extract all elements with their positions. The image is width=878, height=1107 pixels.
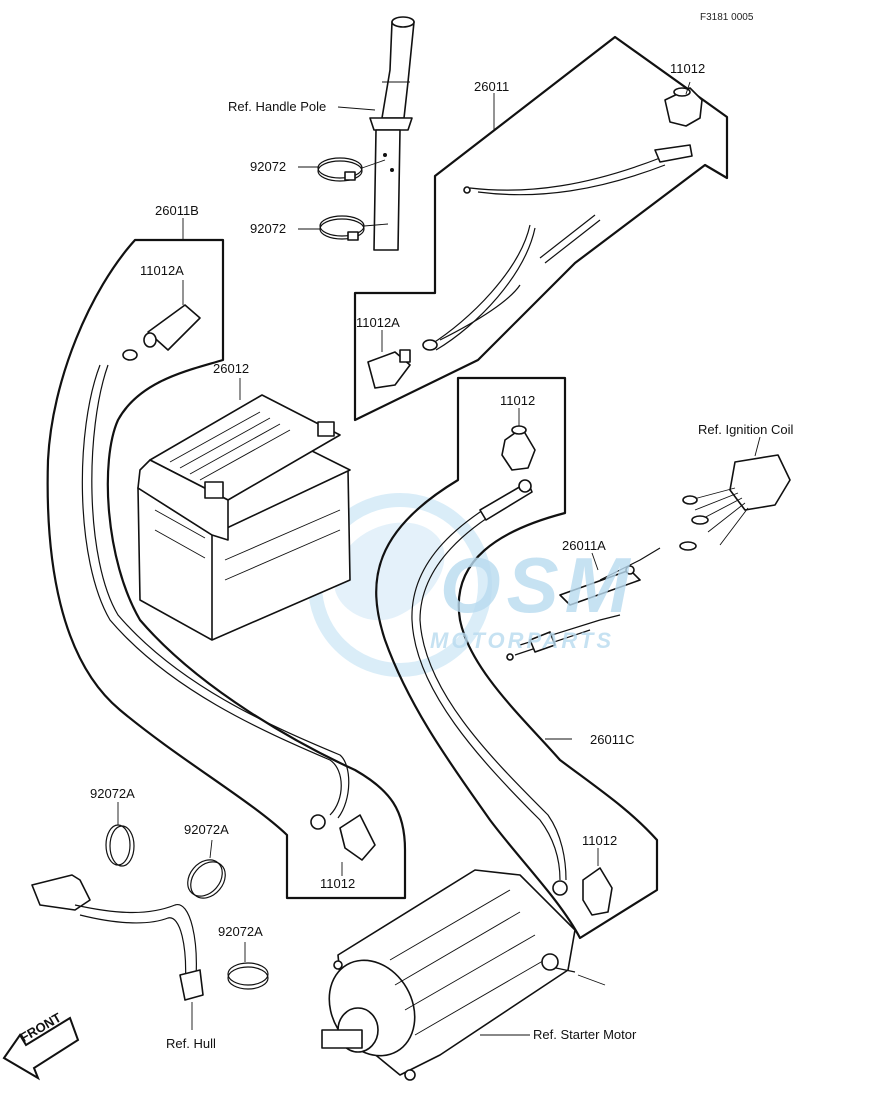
label-11012-bottom-mid: 11012 bbox=[320, 876, 356, 891]
label-26012: 26012 bbox=[213, 361, 250, 376]
clamp-92072a-2 bbox=[187, 859, 226, 899]
label-11012-top: 11012 bbox=[670, 61, 706, 76]
watermark-brand: OSM bbox=[440, 541, 636, 629]
handle-pole bbox=[369, 16, 415, 251]
label-hull: Ref. Hull bbox=[166, 1036, 216, 1051]
ignition-coil bbox=[679, 454, 791, 551]
label-26011a: 26011A bbox=[562, 538, 606, 553]
label-11012-bottom-right: 11012 bbox=[582, 833, 618, 848]
label-11012a-mid: 11012A bbox=[356, 315, 400, 330]
cap-11012-right bbox=[501, 425, 536, 471]
cable-26011c-outline bbox=[375, 376, 659, 940]
cap-11012-top bbox=[664, 87, 703, 127]
harness-26011-outline bbox=[353, 35, 729, 422]
cap-11012a-left bbox=[143, 304, 201, 351]
label-92072a-3: 92072A bbox=[218, 924, 263, 939]
clamp-92072a-1 bbox=[105, 824, 135, 867]
clamp-92072-upper bbox=[317, 157, 363, 182]
drawing-code: F3181 0005 bbox=[700, 12, 754, 23]
cap-11012a-mid bbox=[367, 349, 411, 389]
label-11012-right: 11012 bbox=[500, 393, 536, 408]
label-starter-motor: Ref. Starter Motor bbox=[533, 1027, 637, 1042]
clamp-92072-lower bbox=[319, 215, 365, 241]
label-92072-upper: 92072 bbox=[250, 159, 287, 174]
label-92072a-2: 92072A bbox=[184, 822, 229, 837]
front-arrow-icon bbox=[2, 1016, 80, 1081]
cable-26011b-outline bbox=[46, 238, 407, 900]
label-26011c: 26011C bbox=[590, 732, 635, 747]
hull-bracket bbox=[31, 874, 204, 1001]
harness-26011a bbox=[506, 547, 661, 661]
label-handle-pole: Ref. Handle Pole bbox=[228, 99, 327, 114]
label-92072a-1: 92072A bbox=[90, 786, 135, 801]
label-92072-lower: 92072 bbox=[250, 221, 287, 236]
label-ignition-coil: Ref. Ignition Coil bbox=[698, 422, 794, 437]
label-11012a-left: 11012A bbox=[140, 263, 184, 278]
label-26011: 26011 bbox=[474, 79, 510, 94]
starter-motor bbox=[321, 869, 576, 1081]
battery-26012 bbox=[137, 394, 351, 641]
watermark-sub: MOTORPARTS bbox=[430, 628, 615, 653]
clamp-92072a-3 bbox=[227, 962, 269, 990]
label-26011b: 26011B bbox=[155, 203, 199, 218]
